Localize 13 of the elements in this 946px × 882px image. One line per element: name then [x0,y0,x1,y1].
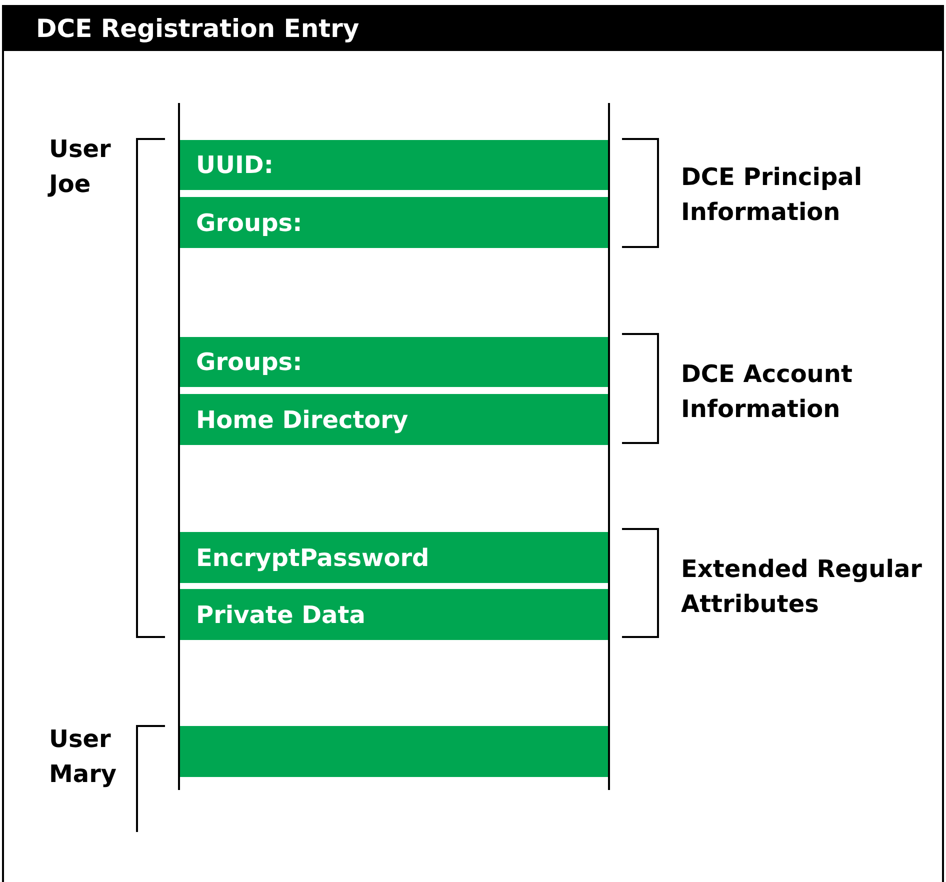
field-bar: Private Data [180,589,608,640]
bracket-label: User Mary [49,724,118,790]
field-bar: UUID: [180,140,608,190]
bracket-label: Extended Regular Attributes [681,554,923,620]
empty-bar [180,726,608,777]
bracket-label: DCE Account Information [681,359,854,425]
field-bar: Home Directory [180,394,608,445]
title-bar: DCE Registration Entry [4,5,942,51]
field-bar: EncryptPassword [180,532,608,583]
field-bar: Groups: [180,197,608,248]
bracket-label: DCE Principal Information [681,162,864,228]
bracket-label: User Joe [49,134,112,200]
field-bar: Groups: [180,337,608,387]
